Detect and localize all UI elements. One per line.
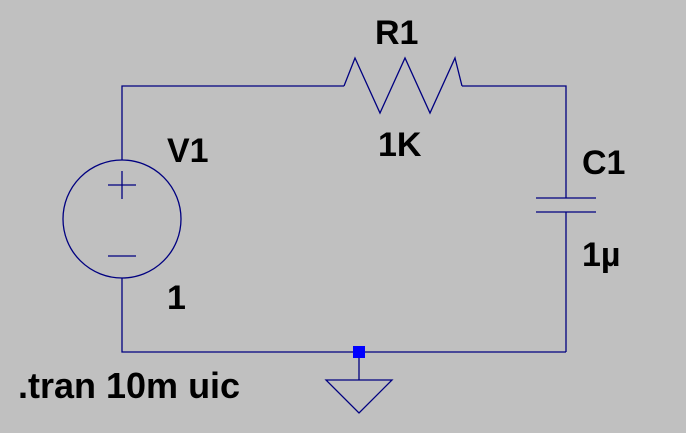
wire-top-right[interactable] (462, 85, 567, 198)
junction-dot[interactable] (353, 346, 365, 358)
wire-bottom[interactable] (121, 278, 566, 353)
capacitor-icon[interactable] (536, 197, 596, 213)
c1-reference-label[interactable]: C1 (582, 144, 626, 182)
v1-value-label[interactable]: 1 (167, 279, 186, 317)
r1-value-label[interactable]: 1K (378, 126, 422, 164)
c1-value-label[interactable]: 1µ (582, 236, 621, 274)
wires (121, 85, 567, 380)
v1-reference-label[interactable]: V1 (167, 132, 209, 170)
r1-reference-label[interactable]: R1 (375, 14, 419, 52)
wire-top-left[interactable] (121, 85, 344, 160)
ground-icon[interactable] (324, 379, 394, 414)
spice-directive[interactable]: .tran 10m uic (18, 365, 241, 406)
resistor-icon[interactable] (343, 56, 463, 115)
dc-voltage-source-icon[interactable] (62, 159, 182, 279)
